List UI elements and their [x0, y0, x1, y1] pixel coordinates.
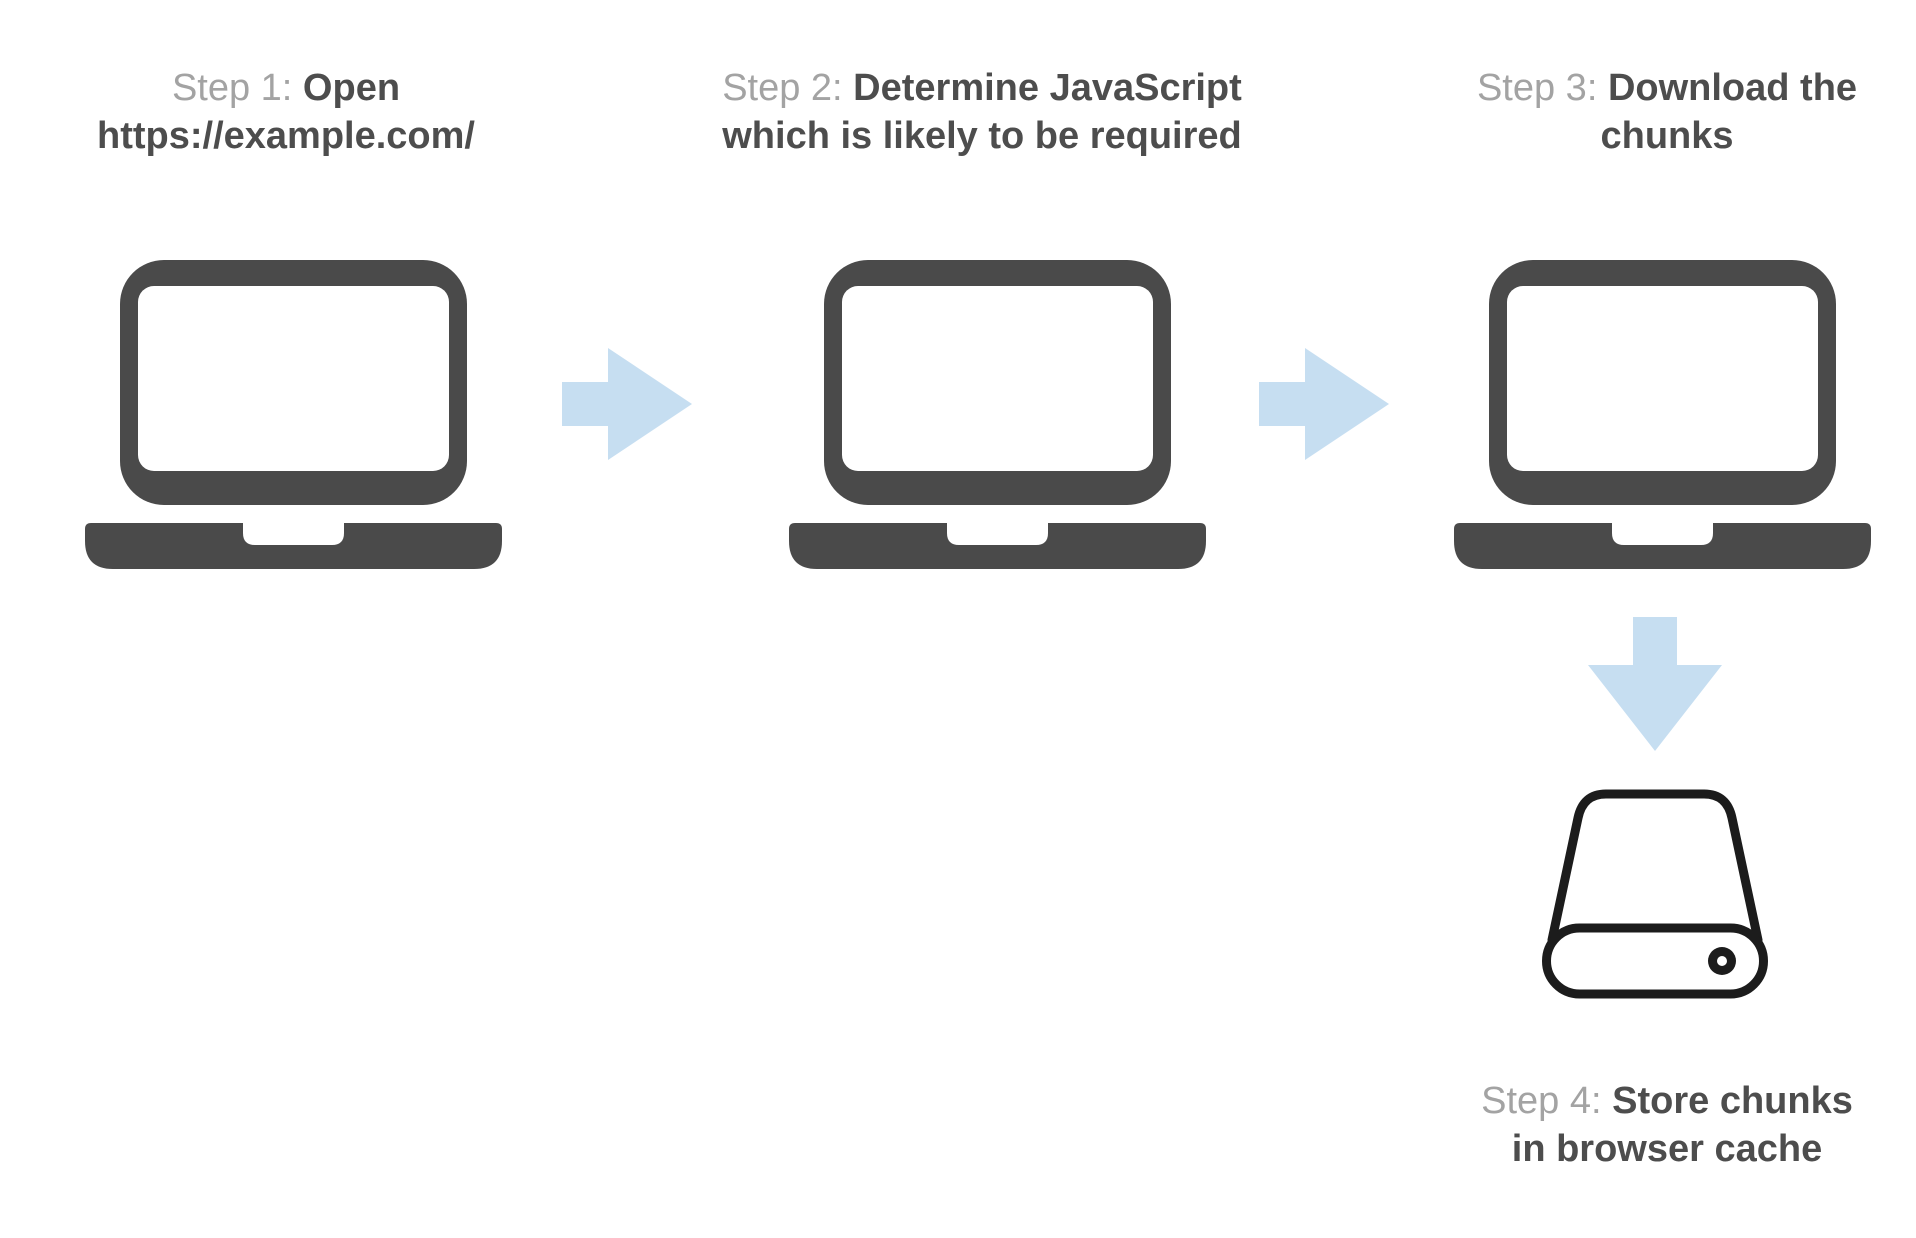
laptop-icon [789, 260, 1206, 569]
step-3-label-line-1: Step 3: Download the [1417, 64, 1916, 112]
laptop-icon [85, 260, 502, 569]
step-1-label-line-2: https://example.com/ [97, 115, 475, 157]
step-2-laptop [789, 260, 1206, 570]
step-2-prefix: Step 2: [722, 67, 843, 109]
step-1-prefix: Step 1: [171, 67, 293, 109]
hard-drive-icon [1542, 789, 1768, 999]
step-1-label-line-1: Step 1: Open [36, 64, 536, 112]
step-4-label: Step 4: Store chunks in browser cache [1417, 1077, 1916, 1173]
step-3-prefix: Step 3: [1476, 67, 1598, 109]
connector-step2-step3 [1259, 348, 1389, 460]
step-2-title-start: Determine JavaScript [853, 67, 1242, 109]
step-1-laptop [85, 260, 502, 570]
step-1-title-start: Open [302, 67, 401, 109]
step-4-storage [1542, 788, 1768, 1001]
arrow-right-icon [1259, 348, 1389, 460]
step-2-label-line-2: which is likely to be required [722, 115, 1242, 157]
step-3-laptop [1454, 260, 1871, 570]
step-4-title-start: Store chunks [1612, 1080, 1853, 1122]
step-4-label-line-2: in browser cache [1511, 1128, 1823, 1170]
arrow-right-icon [562, 348, 692, 460]
laptop-icon [1454, 260, 1871, 569]
step-4-label-line-1: Step 4: Store chunks [1417, 1077, 1916, 1125]
step-3-label-line-2: chunks [1600, 115, 1734, 157]
step-2-label: Step 2: Determine JavaScript which is li… [682, 64, 1282, 160]
step-2-label-line-1: Step 2: Determine JavaScript [682, 64, 1282, 112]
arrow-down-icon [1588, 617, 1722, 751]
connector-step1-step2 [562, 348, 692, 460]
connector-step3-step4 [1588, 617, 1722, 751]
step-3-label: Step 3: Download the chunks [1417, 64, 1916, 160]
step-1-label: Step 1: Open https://example.com/ [36, 64, 536, 160]
step-4-prefix: Step 4: [1481, 1080, 1602, 1122]
step-3-title-start: Download the [1607, 67, 1858, 109]
